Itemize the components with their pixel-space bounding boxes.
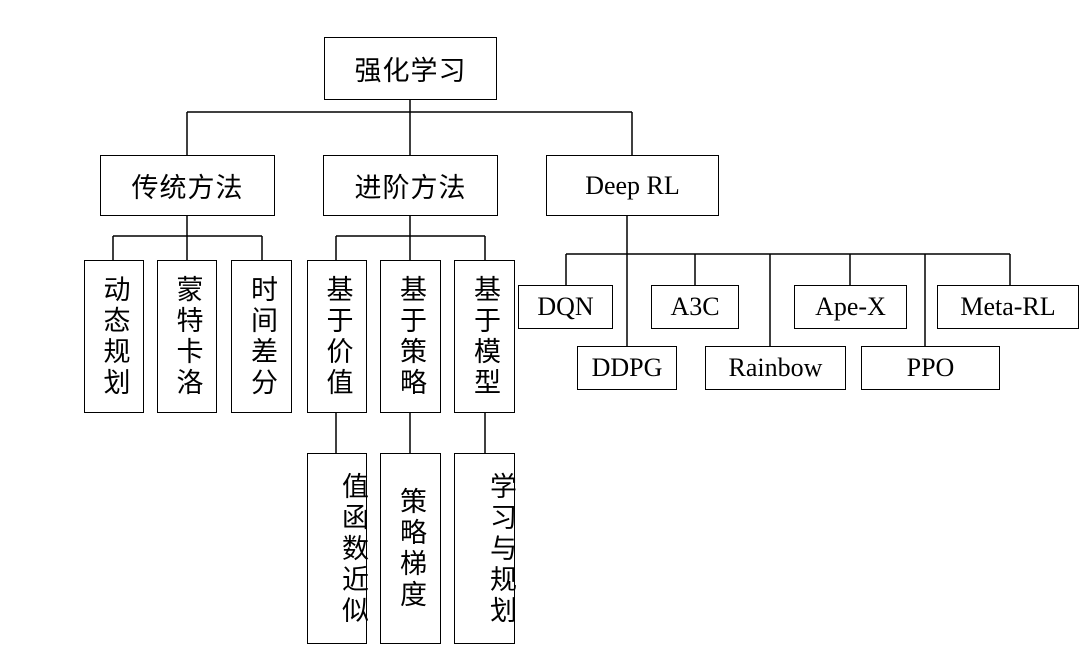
ape-x-node: Ape-X bbox=[794, 285, 907, 329]
value-function-approx-node: 值函数近似 bbox=[307, 453, 368, 644]
value-based-node: 基于价值 bbox=[307, 260, 367, 413]
root-node: 强化学习 bbox=[324, 37, 497, 100]
deep-rl-node: Deep RL bbox=[546, 155, 719, 216]
dqn-node: DQN bbox=[518, 285, 613, 329]
monte-carlo-node: 蒙特卡洛 bbox=[157, 260, 217, 413]
learning-and-planning-node: 学习与规划 bbox=[454, 453, 516, 644]
connector-traditional-to-methods bbox=[112, 216, 263, 260]
temporal-difference-node: 时间差分 bbox=[231, 260, 292, 413]
connector-advanced-to-methods bbox=[335, 216, 486, 260]
traditional-methods-node: 传统方法 bbox=[100, 155, 275, 216]
ppo-node: PPO bbox=[861, 346, 1000, 390]
policy-gradient-node: 策略梯度 bbox=[380, 453, 441, 644]
rainbow-node: Rainbow bbox=[705, 346, 846, 390]
model-based-node: 基于模型 bbox=[454, 260, 515, 413]
connector-root-to-categories bbox=[186, 100, 633, 155]
connector-advanced-to-submethods bbox=[335, 413, 486, 453]
policy-based-node: 基于策略 bbox=[380, 260, 441, 413]
dynamic-programming-node: 动态规划 bbox=[84, 260, 144, 413]
ddpg-node: DDPG bbox=[577, 346, 677, 390]
connector-deeprl-to-methods bbox=[565, 216, 1011, 346]
meta-rl-node: Meta-RL bbox=[937, 285, 1079, 329]
advanced-methods-node: 进阶方法 bbox=[323, 155, 498, 216]
a3c-node: A3C bbox=[651, 285, 739, 329]
